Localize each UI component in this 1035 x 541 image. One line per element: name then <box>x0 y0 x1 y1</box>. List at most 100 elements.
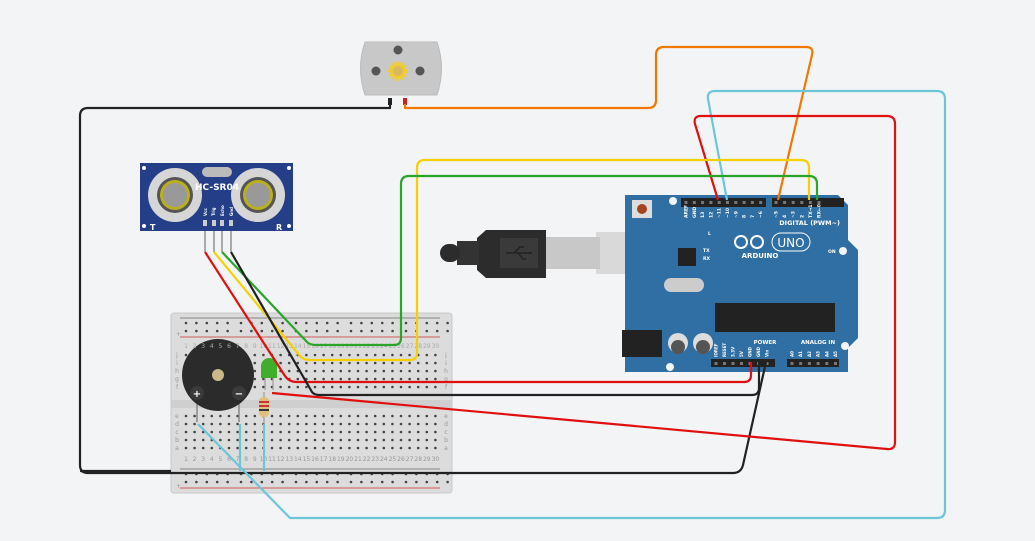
rail-hole[interactable] <box>349 329 353 333</box>
header-pin[interactable] <box>726 201 729 204</box>
header-pin[interactable] <box>684 201 688 204</box>
breadboard-hole[interactable] <box>313 353 317 357</box>
breadboard-hole[interactable] <box>253 353 257 357</box>
header-pin[interactable] <box>759 201 763 204</box>
breadboard-hole[interactable] <box>425 446 429 450</box>
rail-hole[interactable] <box>415 480 418 484</box>
breadboard-hole[interactable] <box>296 446 300 450</box>
breadboard-hole[interactable] <box>425 438 429 442</box>
breadboard-hole[interactable] <box>382 353 386 357</box>
breadboard-hole[interactable] <box>408 361 411 365</box>
header-pin[interactable] <box>734 201 738 204</box>
breadboard-hole[interactable] <box>339 446 343 450</box>
breadboard-hole[interactable] <box>253 385 257 389</box>
rail-hole[interactable] <box>370 321 374 325</box>
breadboard-hole[interactable] <box>356 361 360 365</box>
breadboard-hole[interactable] <box>219 422 222 426</box>
breadboard-hole[interactable] <box>322 361 325 365</box>
breadboard-hole[interactable] <box>184 414 188 418</box>
breadboard-hole[interactable] <box>296 422 300 426</box>
breadboard-hole[interactable] <box>210 430 214 434</box>
breadboard-hole[interactable] <box>279 361 282 365</box>
breadboard-hole[interactable] <box>356 438 360 442</box>
breadboard-hole[interactable] <box>408 430 411 434</box>
breadboard-hole[interactable] <box>382 414 386 418</box>
breadboard-hole[interactable] <box>382 422 386 426</box>
breadboard-hole[interactable] <box>339 377 343 381</box>
rail-hole[interactable] <box>446 480 449 484</box>
rail-hole[interactable] <box>446 329 449 333</box>
header-pin[interactable] <box>825 362 829 365</box>
breadboard-hole[interactable] <box>356 369 360 373</box>
breadboard-hole[interactable] <box>270 430 274 434</box>
breadboard-hole[interactable] <box>348 377 351 381</box>
breadboard-hole[interactable] <box>322 446 325 450</box>
rail-hole[interactable] <box>260 321 264 325</box>
breadboard-hole[interactable] <box>365 430 368 434</box>
breadboard-hole[interactable] <box>305 438 308 442</box>
breadboard-hole[interactable] <box>434 414 437 418</box>
breadboard-hole[interactable] <box>201 422 205 426</box>
breadboard-hole[interactable] <box>339 438 343 442</box>
breadboard-hole[interactable] <box>408 438 411 442</box>
breadboard-hole[interactable] <box>193 438 196 442</box>
rail-hole[interactable] <box>226 329 229 333</box>
breadboard-hole[interactable] <box>313 414 317 418</box>
breadboard-hole[interactable] <box>348 438 351 442</box>
header-pin[interactable] <box>807 362 811 365</box>
breadboard-hole[interactable] <box>391 369 394 373</box>
breadboard-hole[interactable] <box>193 414 196 418</box>
breadboard-hole[interactable] <box>296 361 300 365</box>
breadboard-hole[interactable] <box>184 422 188 426</box>
header-pin[interactable] <box>774 201 778 204</box>
breadboard-hole[interactable] <box>244 414 248 418</box>
breadboard-hole[interactable] <box>391 446 394 450</box>
header-pin[interactable] <box>709 201 713 204</box>
breadboard-hole[interactable] <box>416 414 420 418</box>
breadboard-hole[interactable] <box>391 377 394 381</box>
rail-hole[interactable] <box>260 480 264 484</box>
header-pin[interactable] <box>714 362 718 365</box>
rail-hole[interactable] <box>239 480 243 484</box>
breadboard-hole[interactable] <box>399 377 403 381</box>
header-pin[interactable] <box>834 362 837 365</box>
breadboard-hole[interactable] <box>296 385 300 389</box>
breadboard-hole[interactable] <box>408 446 411 450</box>
rail-hole[interactable] <box>391 329 394 333</box>
breadboard-hole[interactable] <box>270 438 274 442</box>
breadboard-hole[interactable] <box>382 438 386 442</box>
breadboard-hole[interactable] <box>382 377 386 381</box>
breadboard-hole[interactable] <box>416 385 420 389</box>
breadboard-hole[interactable] <box>425 422 429 426</box>
breadboard-hole[interactable] <box>210 446 214 450</box>
breadboard-hole[interactable] <box>434 446 437 450</box>
breadboard-hole[interactable] <box>408 369 411 373</box>
rail-hole[interactable] <box>270 480 274 484</box>
breadboard-hole[interactable] <box>279 430 282 434</box>
breadboard-hole[interactable] <box>425 430 429 434</box>
rail-hole[interactable] <box>215 329 219 333</box>
header-pin[interactable] <box>740 362 743 365</box>
breadboard-hole[interactable] <box>382 369 386 373</box>
breadboard-hole[interactable] <box>373 377 377 381</box>
breadboard-hole[interactable] <box>434 438 437 442</box>
breadboard-hole[interactable] <box>434 377 437 381</box>
resistor[interactable] <box>259 392 269 425</box>
breadboard-hole[interactable] <box>399 446 403 450</box>
rail-hole[interactable] <box>195 321 198 325</box>
breadboard-hole[interactable] <box>408 422 411 426</box>
breadboard-hole[interactable] <box>287 438 291 442</box>
piezo-buzzer[interactable]: + − <box>182 339 254 422</box>
rail-hole[interactable] <box>349 321 353 325</box>
rail-hole[interactable] <box>250 480 253 484</box>
breadboard-hole[interactable] <box>348 422 351 426</box>
breadboard-hole[interactable] <box>262 385 265 389</box>
breadboard-hole[interactable] <box>339 361 343 365</box>
breadboard-hole[interactable] <box>399 414 403 418</box>
breadboard-hole[interactable] <box>399 385 403 389</box>
rail-hole[interactable] <box>446 321 449 325</box>
breadboard-hole[interactable] <box>356 353 360 357</box>
breadboard-hole[interactable] <box>330 414 334 418</box>
breadboard-hole[interactable] <box>262 353 265 357</box>
breadboard-hole[interactable] <box>391 353 394 357</box>
